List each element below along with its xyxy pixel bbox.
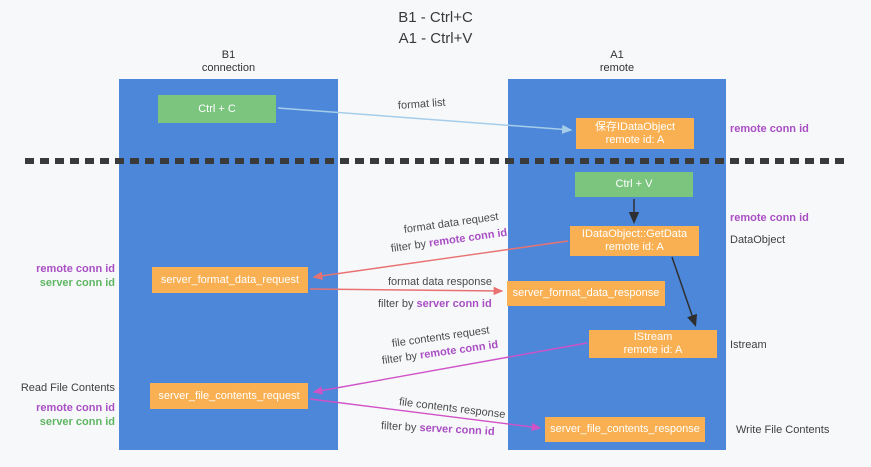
title-line-1: B1 - Ctrl+C	[398, 9, 473, 26]
column-b1-name: B1	[221, 49, 236, 61]
format-data-response-arrow	[309, 286, 504, 296]
right-remote-conn-id-mid: remote conn id	[730, 212, 809, 224]
server-format-data-response-box: server_format_data_response	[507, 281, 665, 306]
filter-prefix: filter by	[390, 237, 430, 255]
ctrl-v-label: Ctrl + V	[615, 178, 653, 190]
column-a1-name: A1	[610, 49, 624, 61]
diagram-title: B1 - Ctrl+C A1 - Ctrl+V	[0, 7, 871, 49]
column-a1-sub: remote	[599, 62, 635, 74]
save-dataobject-line1: 保存IDataObject	[594, 120, 676, 133]
ctrl-v-box: Ctrl + V	[575, 172, 693, 197]
left-read-file-group: Read File Contents remote conn id server…	[8, 381, 115, 429]
server-file-contents-request-box: server_file_contents_request	[150, 383, 308, 409]
left-remote-conn-id-mid: remote conn id	[36, 263, 115, 275]
getdata-line1: IDataObject::GetData	[581, 228, 688, 240]
right-dataobject-label: DataObject	[730, 234, 786, 246]
filter-prefix: filter by	[378, 298, 417, 310]
filter-prefix: filter by	[380, 420, 420, 435]
right-remote-conn-id-top: remote conn id	[730, 123, 809, 135]
idataobject-getdata-box: IDataObject::GetData remote id: A	[570, 226, 699, 256]
save-dataobject-box: 保存IDataObject remote id: A	[576, 118, 694, 149]
server-format-data-request-label: server_format_data_request	[160, 273, 300, 286]
column-b1-sub: connection	[201, 62, 256, 74]
server-format-data-response-label: server_format_data_response	[512, 287, 660, 299]
server-file-contents-response-box: server_file_contents_response	[545, 417, 705, 442]
ctrl-c-label: Ctrl + C	[198, 102, 236, 115]
server-format-data-request-box: server_format_data_request	[152, 267, 308, 293]
left-remote-conn-id-bottom: remote conn id	[36, 402, 115, 414]
column-header-a1: A1 remote	[508, 49, 726, 75]
istream-line1: IStream	[633, 331, 673, 343]
ctrl-c-box: Ctrl + C	[158, 95, 276, 123]
right-write-file-contents-label: Write File Contents	[736, 424, 830, 436]
filter-server-conn-id: server conn id	[419, 422, 495, 438]
title-line-2: A1 - Ctrl+V	[398, 30, 473, 47]
istream-box: IStream remote id: A	[589, 330, 717, 358]
getdata-line2: remote id: A	[605, 241, 664, 253]
file-contents-response-label: file contents response	[398, 396, 507, 422]
left-conn-id-group: remote conn id server conn id	[8, 262, 115, 290]
format-data-response-label: format data response	[388, 276, 492, 288]
left-server-conn-id-mid: server conn id	[39, 277, 115, 289]
format-data-response-filter-label: filter by server conn id	[378, 298, 492, 311]
file-contents-response-filter-label: filter by server conn id	[381, 420, 495, 439]
save-dataobject-line2: remote id: A	[605, 133, 665, 146]
left-server-conn-id-bottom: server conn id	[39, 416, 115, 428]
left-read-file-contents-label: Read File Contents	[20, 382, 115, 394]
server-file-contents-request-label: server_file_contents_request	[158, 389, 300, 402]
column-header-b1: B1 connection	[119, 49, 338, 75]
right-istream-label: Istream	[730, 339, 767, 351]
phase-separator-dashed-line	[25, 158, 845, 164]
istream-line2: remote id: A	[623, 344, 683, 356]
server-file-contents-response-label: server_file_contents_response	[550, 423, 700, 435]
format-list-label: format list	[397, 96, 446, 112]
filter-server-conn-id: server conn id	[416, 298, 492, 310]
filter-prefix: filter by	[381, 349, 421, 367]
